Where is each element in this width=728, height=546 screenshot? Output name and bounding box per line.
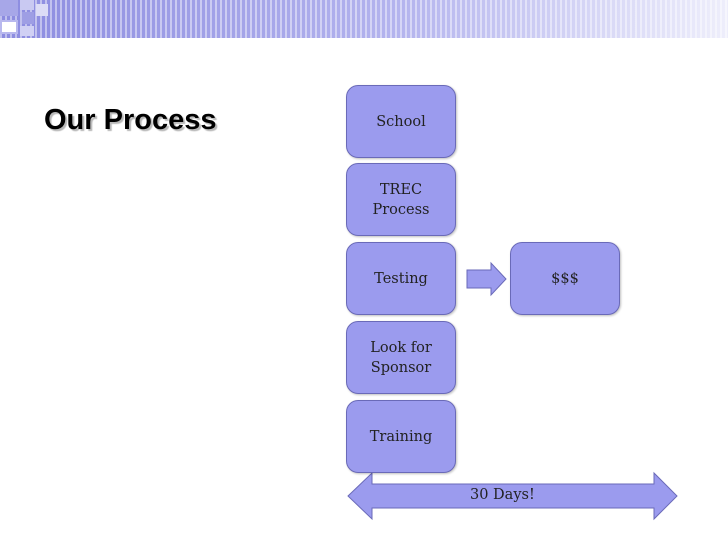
step-testing: Testing: [346, 242, 456, 315]
outcome-label: $$$: [551, 270, 579, 287]
step-trec-process: TREC Process: [346, 163, 456, 236]
timeline-label: 30 Days!: [470, 487, 535, 503]
decor-square: [20, 0, 34, 10]
decor-square: [20, 26, 34, 36]
timeline-double-arrow-icon: [347, 471, 678, 521]
step-label: Training: [369, 428, 433, 445]
header-band: [0, 0, 728, 38]
decor-square: [36, 4, 48, 16]
step-school: School: [346, 85, 456, 158]
step-training: Training: [346, 400, 456, 473]
decor-square: [0, 0, 18, 16]
outcome-box: $$$: [510, 242, 620, 315]
right-arrow-icon: [466, 261, 507, 297]
step-label: TREC Process: [372, 181, 430, 218]
step-label: School: [376, 113, 426, 130]
decor-square: [0, 20, 18, 34]
step-label: Look for Sponsor: [370, 339, 432, 376]
slide-title: Our Process: [44, 104, 217, 136]
step-label: Testing: [374, 270, 428, 287]
decor-square: [22, 12, 34, 24]
step-look-for-sponsor: Look for Sponsor: [346, 321, 456, 394]
